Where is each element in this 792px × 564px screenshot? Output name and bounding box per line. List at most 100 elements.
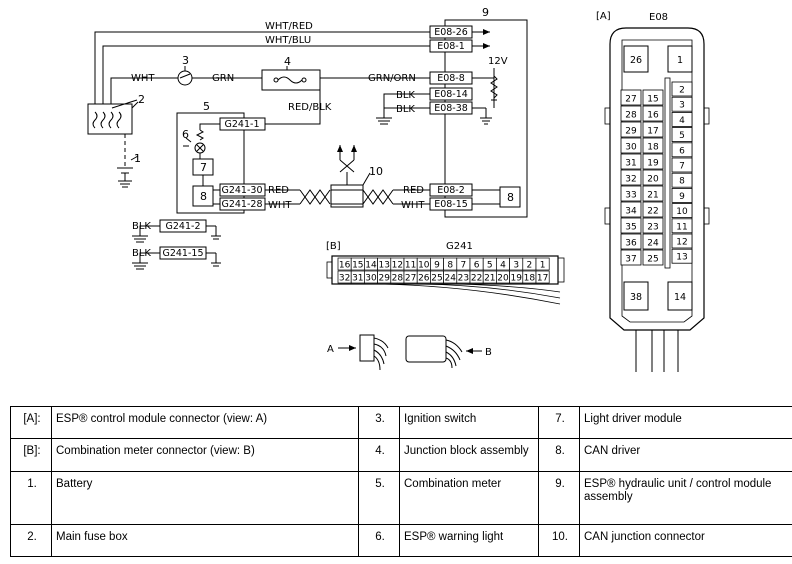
e08-pin-label: 20 <box>647 175 659 185</box>
legend-key: 6. <box>358 523 400 558</box>
g241-pin-label: 15 <box>352 261 363 271</box>
label-red-esp: RED <box>403 185 424 196</box>
legend-key: [A]: <box>10 405 52 440</box>
e08-pin <box>620 121 642 138</box>
e08-pin <box>671 172 693 188</box>
e08-pin <box>642 233 664 250</box>
e08-pin <box>671 233 693 249</box>
label-grn: GRN <box>212 73 234 84</box>
g241-pin-label: 16 <box>339 261 351 271</box>
g241-pin-label: 19 <box>510 274 522 284</box>
e08-pin <box>671 142 693 158</box>
legend-table: [A]:ESP® control module connector (view:… <box>10 405 792 558</box>
legend-row: [B]:Combination meter connector (view: B… <box>10 438 792 472</box>
combination-meter-box <box>176 112 245 214</box>
g241-pin-label: 4 <box>500 261 506 271</box>
g241-pin-label: 12 <box>392 261 403 271</box>
callout-10: 10 <box>369 165 383 178</box>
legend-value: Combination meter <box>399 470 539 525</box>
e08-pin <box>671 203 693 219</box>
terminal-e08-38 <box>429 101 473 115</box>
legend-value: ESP® control module connector (view: A) <box>51 405 359 440</box>
e08-pin-label: 25 <box>647 255 658 265</box>
terminal-e08-8 <box>429 71 473 85</box>
terminal-e08-2 <box>429 183 473 197</box>
e08-pin-label: 16 <box>647 111 659 121</box>
e08-pin-label: 37 <box>625 255 636 265</box>
g241-pin-label: 18 <box>524 274 536 284</box>
g241-pin-label: 32 <box>339 274 350 284</box>
legend-value: ESP® hydraulic unit / control module ass… <box>579 470 792 525</box>
callout-7: 7 <box>200 161 207 174</box>
e08-pin <box>620 201 642 218</box>
callout-8-meter: 8 <box>200 190 207 203</box>
wire-wht-blu <box>102 45 430 104</box>
terminal-e08-26 <box>429 25 473 39</box>
g241-pin-label: 26 <box>418 274 430 284</box>
svg-text:[A]: [A] <box>596 11 611 22</box>
e08-pin <box>671 218 693 234</box>
e08-pin-label: 6 <box>679 146 685 156</box>
e08-pin <box>620 89 642 106</box>
view-direction-illustration: A B <box>327 334 492 371</box>
terminal-g241-1 <box>219 117 266 131</box>
e08-pin <box>642 105 664 122</box>
callout-6: 6 <box>182 128 189 141</box>
svg-text:26: 26 <box>630 55 642 66</box>
g241-pin-label: 1 <box>540 261 546 271</box>
e08-pin <box>671 96 693 112</box>
e08-pin-label: 23 <box>647 223 658 233</box>
e08-pin-label: 29 <box>625 127 637 137</box>
legend-value: Battery <box>51 470 359 525</box>
terminal-e08-15 <box>429 197 473 211</box>
e08-pin <box>620 169 642 186</box>
svg-text:G241-15: G241-15 <box>162 248 203 259</box>
svg-text:A: A <box>327 344 334 355</box>
label-wht-blu: WHT/BLU <box>265 35 311 46</box>
legend-key: 1. <box>10 470 52 525</box>
label-wht: WHT <box>131 73 155 84</box>
e08-pin <box>642 249 664 266</box>
e08-pin <box>620 105 642 122</box>
g241-pin-label: 31 <box>352 274 363 284</box>
callout-9: 9 <box>482 6 489 19</box>
g241-pin-label: 25 <box>431 274 442 284</box>
e08-pin <box>620 217 642 234</box>
label-wht-red: WHT/RED <box>265 21 313 32</box>
svg-text:14: 14 <box>674 292 686 303</box>
svg-text:E08-2: E08-2 <box>437 185 465 196</box>
e08-pin-label: 18 <box>647 143 659 153</box>
g241-pin-label: 2 <box>527 261 533 271</box>
e08-pin-label: 30 <box>625 143 637 153</box>
callout-2: 2 <box>138 93 145 106</box>
e08-pin-label: 8 <box>679 177 685 187</box>
label-wht-esp: WHT <box>401 200 425 211</box>
svg-text:G241-1: G241-1 <box>225 119 260 130</box>
e08-pin-label: 15 <box>647 95 658 105</box>
e08-pin-label: 35 <box>625 223 636 233</box>
e08-pin-label: 4 <box>679 116 685 126</box>
e08-pin <box>671 157 693 173</box>
terminal-g241-15 <box>159 246 207 260</box>
g241-pin-label: 5 <box>487 261 493 271</box>
legend-row: [A]:ESP® control module connector (view:… <box>10 405 792 440</box>
label-blk-g15: BLK <box>132 248 151 259</box>
label-blk-g2: BLK <box>132 221 151 232</box>
e08-pin-label: 31 <box>625 159 636 169</box>
e08-pin-label: 9 <box>679 192 685 202</box>
e08-pin-label: 33 <box>625 191 636 201</box>
e08-pin-label: 36 <box>625 239 637 249</box>
terminal-e08-1 <box>429 39 473 53</box>
g241-pin-label: 22 <box>471 274 482 284</box>
e08-pin <box>642 137 664 154</box>
e08-pin-label: 5 <box>679 131 685 141</box>
g241-pin-label: 13 <box>378 261 389 271</box>
e08-pin <box>671 248 693 264</box>
legend-key: [B]: <box>10 438 52 472</box>
svg-text:G241-2: G241-2 <box>166 221 201 232</box>
g241-pin-label: 8 <box>447 261 453 271</box>
e08-pin <box>642 169 664 186</box>
g241-pin-label: 29 <box>378 274 390 284</box>
